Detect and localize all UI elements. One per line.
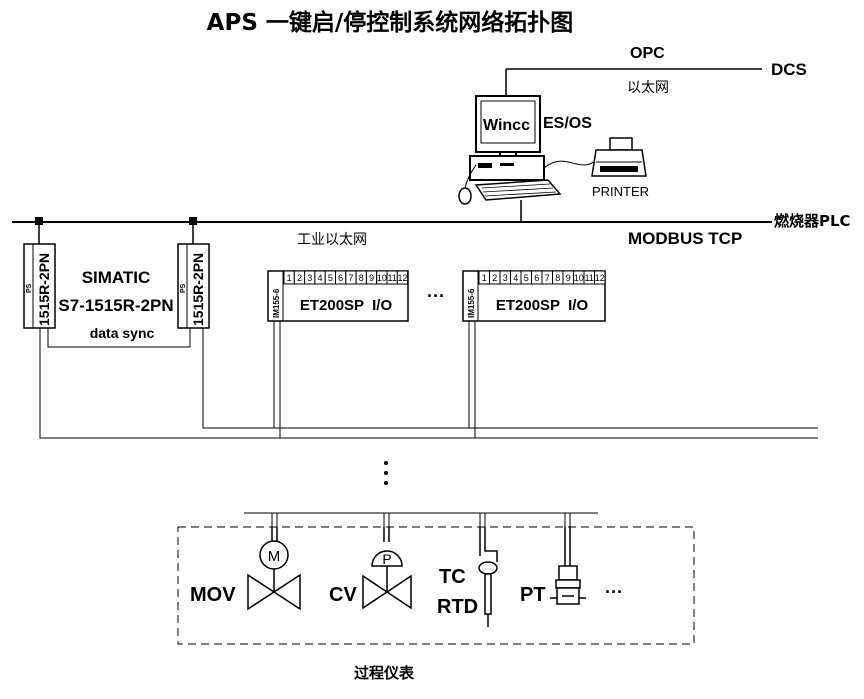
es-os-label: ES/OS — [543, 115, 592, 132]
io-slot-number: 11 — [585, 273, 594, 283]
control-valve-icon — [362, 527, 412, 610]
process-instruments-label: 过程仪表 — [354, 664, 415, 682]
data-sync-label: data sync — [90, 325, 155, 341]
io-slot-number: 8 — [359, 273, 364, 283]
field-instrument-bus — [244, 512, 598, 527]
io-slot-number: 7 — [545, 273, 550, 283]
io-station-1-interface: IM155-6 — [272, 288, 281, 318]
motor-operated-valve-icon — [247, 527, 301, 611]
io-slot-number: 12 — [397, 273, 407, 283]
cv-label: CV — [329, 584, 357, 606]
plc-model-label: S7-1515R-2PN — [58, 296, 173, 315]
data-sync-link — [47, 328, 191, 348]
wincc-label: Wincc — [483, 117, 530, 134]
io-slot-number: 3 — [307, 273, 312, 283]
io-slot-number: 9 — [369, 273, 374, 283]
plc-module-b — [177, 243, 210, 329]
io-slot-number: 4 — [318, 273, 323, 283]
io-slot-number: 10 — [574, 273, 584, 283]
plc-module-a — [23, 243, 56, 329]
field-devices-ellipsis: ··· — [605, 582, 623, 602]
printer-label: PRINTER — [592, 184, 649, 199]
io-slot-number: 12 — [595, 273, 605, 283]
io-slot-box — [594, 270, 606, 285]
ethernet-label: 以太网 — [627, 80, 669, 96]
io-station-1-title: ET200SP I/O — [300, 297, 393, 314]
io-slot-number: 5 — [328, 273, 333, 283]
mov-motor-symbol: M — [268, 548, 281, 565]
bus-connector-plc-a — [35, 217, 43, 225]
plc-a-ps-label: PS — [26, 283, 33, 293]
io-slot-number: 11 — [387, 273, 396, 283]
io-slot-number: 10 — [377, 273, 387, 283]
plc-a-cpu-label: 1515R-2PN — [36, 253, 52, 326]
printer-icon — [591, 137, 647, 177]
plc-b-ps-label: PS — [180, 283, 187, 293]
vertical-ellipsis — [384, 461, 388, 485]
modbus-tcp-label: MODBUS TCP — [628, 229, 742, 248]
rtd-label: RTD — [437, 596, 478, 618]
io-slot-number: 4 — [513, 273, 518, 283]
io-slot-number: 2 — [492, 273, 497, 283]
io-stations-ellipsis: ··· — [427, 286, 445, 306]
cv-pneumatic-symbol: P — [382, 551, 391, 567]
temperature-sensor-icon — [478, 527, 498, 627]
bus-connector-plc-b — [189, 217, 197, 225]
industrial-ethernet-label: 工业以太网 — [297, 232, 367, 248]
mov-label: MOV — [190, 584, 236, 606]
pt-label: PT — [520, 584, 546, 606]
burner-plc-label: 燃烧器PLC — [774, 212, 851, 230]
plc-downlinks — [39, 328, 818, 439]
io-slot-number: 1 — [287, 273, 292, 283]
io-slot-number: 3 — [503, 273, 508, 283]
io-slot-number: 1 — [482, 273, 487, 283]
plc-b-cpu-label: 1515R-2PN — [190, 253, 206, 326]
io-station-2-title: ET200SP I/O — [496, 297, 589, 314]
simatic-label: SIMATIC — [82, 268, 151, 287]
io-station-2-interface: IM155-6 — [467, 288, 476, 318]
io-slot-number: 5 — [524, 273, 529, 283]
io-slot-number: 9 — [566, 273, 571, 283]
io-slot-number: 8 — [555, 273, 560, 283]
opc-ethernet-link — [505, 68, 762, 95]
io-slot-number: 6 — [534, 273, 539, 283]
io-slot-number: 2 — [297, 273, 302, 283]
io-slot-box — [396, 270, 409, 285]
dcs-label: DCS — [771, 60, 807, 79]
workstation-icon — [458, 95, 597, 222]
diagram-title: APS 一键启/停控制系统网络拓扑图 — [207, 9, 574, 36]
io-slot-number: 6 — [338, 273, 343, 283]
opc-label: OPC — [630, 45, 665, 62]
field-area-boundary — [177, 526, 695, 645]
pressure-transmitter-icon — [550, 527, 586, 605]
tc-label: TC — [439, 566, 466, 588]
io-slot-number: 7 — [348, 273, 353, 283]
